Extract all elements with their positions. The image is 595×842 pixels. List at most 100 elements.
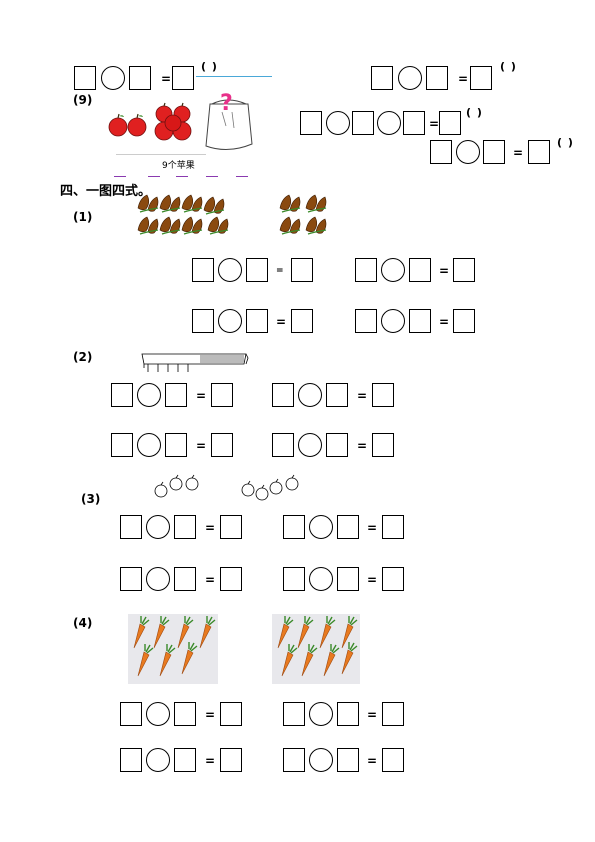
answer-box[interactable] <box>426 66 448 90</box>
answer-box[interactable] <box>382 748 404 772</box>
answer-box[interactable] <box>220 702 242 726</box>
operator-circle[interactable] <box>218 258 242 282</box>
answer-box[interactable] <box>174 567 196 591</box>
answer-box[interactable] <box>120 515 142 539</box>
answer-box[interactable] <box>337 748 359 772</box>
answer-box[interactable] <box>337 702 359 726</box>
answer-box[interactable] <box>453 309 475 333</box>
answer-box[interactable] <box>409 258 431 282</box>
answer-box[interactable] <box>382 567 404 591</box>
answer-box[interactable] <box>192 258 214 282</box>
answer-box[interactable] <box>528 140 550 164</box>
equals-sign: = <box>439 264 450 278</box>
answer-box[interactable] <box>283 515 305 539</box>
carrot-icon <box>319 616 336 649</box>
answer-box[interactable] <box>129 66 151 90</box>
answer-box[interactable] <box>372 383 394 407</box>
operator-circle[interactable] <box>146 748 170 772</box>
carrot-icon <box>323 644 340 677</box>
operator-circle[interactable] <box>309 515 333 539</box>
answer-box[interactable] <box>352 111 374 135</box>
answer-box[interactable] <box>172 66 194 90</box>
answer-box[interactable] <box>355 258 377 282</box>
underline <box>206 176 218 177</box>
answer-box[interactable] <box>165 383 187 407</box>
answer-box[interactable] <box>111 383 133 407</box>
leaf-icon <box>279 194 327 235</box>
answer-paren[interactable]: ( ) <box>500 60 517 73</box>
equals-sign: = <box>161 72 172 86</box>
answer-box[interactable] <box>291 258 313 282</box>
answer-box[interactable] <box>272 383 294 407</box>
operator-circle[interactable] <box>298 433 322 457</box>
answer-box[interactable] <box>174 515 196 539</box>
answer-box[interactable] <box>300 111 322 135</box>
operator-circle[interactable] <box>146 702 170 726</box>
answer-box[interactable] <box>403 111 425 135</box>
answer-box[interactable] <box>326 383 348 407</box>
operator-circle[interactable] <box>218 309 242 333</box>
answer-box[interactable] <box>74 66 96 90</box>
answer-box[interactable] <box>483 140 505 164</box>
answer-box[interactable] <box>246 258 268 282</box>
answer-box[interactable] <box>439 111 461 135</box>
equals-sign: = <box>367 521 378 535</box>
operator-circle[interactable] <box>456 140 480 164</box>
operator-circle[interactable] <box>137 383 161 407</box>
answer-box[interactable] <box>120 702 142 726</box>
answer-box[interactable] <box>291 309 313 333</box>
answer-box[interactable] <box>211 383 233 407</box>
operator-circle[interactable] <box>298 383 322 407</box>
answer-paren[interactable]: ( ) <box>466 106 483 119</box>
answer-box[interactable] <box>220 567 242 591</box>
answer-box[interactable] <box>430 140 452 164</box>
answer-box[interactable] <box>120 567 142 591</box>
operator-circle[interactable] <box>381 258 405 282</box>
operator-circle[interactable] <box>101 66 125 90</box>
operator-circle[interactable] <box>146 515 170 539</box>
comb-icon <box>141 353 249 372</box>
leaf-icon <box>159 194 181 213</box>
leaf-icon <box>181 194 203 213</box>
carrot-icon <box>297 616 314 649</box>
answer-box[interactable] <box>382 702 404 726</box>
answer-box[interactable] <box>355 309 377 333</box>
equals-sign: = <box>357 389 368 403</box>
answer-box[interactable] <box>174 702 196 726</box>
operator-circle[interactable] <box>137 433 161 457</box>
answer-box[interactable] <box>192 309 214 333</box>
answer-box[interactable] <box>337 515 359 539</box>
answer-box[interactable] <box>283 748 305 772</box>
answer-box[interactable] <box>211 433 233 457</box>
answer-box[interactable] <box>326 433 348 457</box>
problem-4-label: (4) <box>73 616 93 630</box>
answer-paren[interactable]: ( ) <box>201 60 218 73</box>
answer-box[interactable] <box>174 748 196 772</box>
leaf-icon <box>305 216 327 235</box>
answer-box[interactable] <box>220 515 242 539</box>
operator-circle[interactable] <box>146 567 170 591</box>
answer-box[interactable] <box>382 515 404 539</box>
operator-circle[interactable] <box>381 309 405 333</box>
answer-box[interactable] <box>120 748 142 772</box>
operator-circle[interactable] <box>377 111 401 135</box>
operator-circle[interactable] <box>309 748 333 772</box>
answer-box[interactable] <box>283 702 305 726</box>
answer-box[interactable] <box>337 567 359 591</box>
answer-box[interactable] <box>470 66 492 90</box>
operator-circle[interactable] <box>309 702 333 726</box>
operator-circle[interactable] <box>326 111 350 135</box>
operator-circle[interactable] <box>309 567 333 591</box>
answer-box[interactable] <box>220 748 242 772</box>
answer-box[interactable] <box>372 433 394 457</box>
answer-box[interactable] <box>371 66 393 90</box>
answer-box[interactable] <box>283 567 305 591</box>
answer-box[interactable] <box>453 258 475 282</box>
operator-circle[interactable] <box>398 66 422 90</box>
answer-box[interactable] <box>272 433 294 457</box>
answer-paren[interactable]: ( ) <box>557 136 574 149</box>
answer-box[interactable] <box>409 309 431 333</box>
answer-box[interactable] <box>165 433 187 457</box>
answer-box[interactable] <box>111 433 133 457</box>
answer-box[interactable] <box>246 309 268 333</box>
